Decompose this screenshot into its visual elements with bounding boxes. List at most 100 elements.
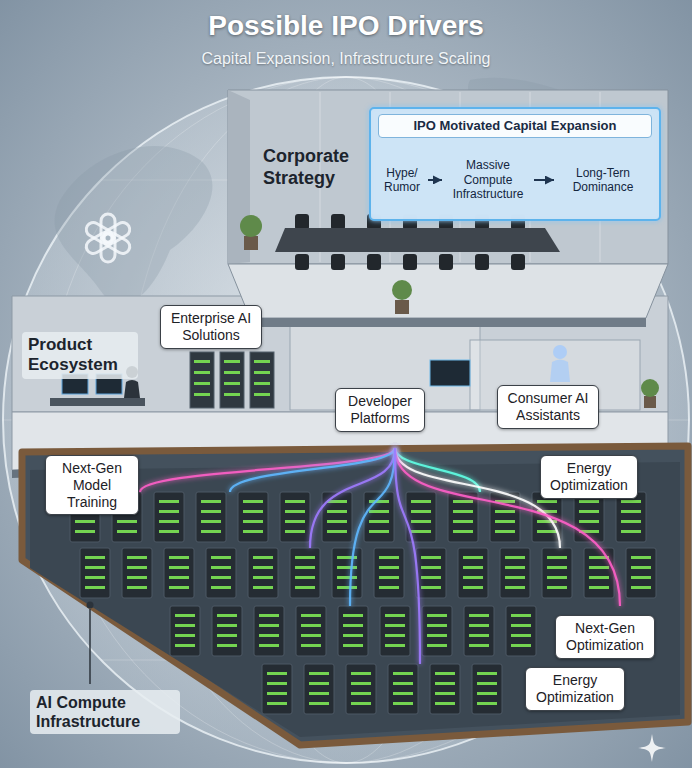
rack-led bbox=[631, 556, 651, 559]
rack-body bbox=[280, 492, 310, 542]
rack-body bbox=[500, 548, 530, 598]
rack-led bbox=[217, 614, 237, 617]
rack-led bbox=[631, 586, 651, 589]
rack-led bbox=[253, 556, 273, 559]
server-rack bbox=[472, 664, 502, 714]
plant-leaves bbox=[641, 379, 659, 397]
rack-led bbox=[453, 520, 473, 523]
server-rack bbox=[332, 548, 362, 598]
server-rack bbox=[626, 548, 656, 598]
rack-led bbox=[421, 556, 441, 559]
rack-led bbox=[537, 530, 557, 533]
floor-label: Corporate Strategy bbox=[263, 146, 367, 189]
rack-body bbox=[506, 606, 536, 656]
plant-pot bbox=[644, 396, 656, 408]
flow-step: Long-Tern Dominance bbox=[556, 164, 650, 197]
chair bbox=[367, 254, 381, 270]
conference-table bbox=[275, 228, 560, 252]
chair bbox=[439, 254, 453, 270]
server-rack bbox=[430, 664, 460, 714]
rack-led bbox=[169, 566, 189, 569]
rack-led bbox=[224, 382, 240, 385]
rack-led bbox=[211, 556, 231, 559]
rack-led bbox=[224, 393, 240, 396]
rack-led bbox=[85, 556, 105, 559]
rack-led bbox=[435, 702, 455, 705]
floor-surface bbox=[228, 264, 668, 318]
server-rack bbox=[190, 352, 214, 408]
watermark-star bbox=[638, 734, 666, 762]
plant-pot bbox=[244, 236, 258, 250]
rack-body bbox=[304, 664, 334, 714]
rack-led bbox=[495, 530, 515, 533]
rack-led bbox=[211, 576, 231, 579]
screen-layer bbox=[370, 108, 660, 220]
server-rack bbox=[574, 492, 604, 542]
rack-led bbox=[477, 692, 497, 695]
rack-led bbox=[463, 556, 483, 559]
rack-led bbox=[579, 510, 599, 513]
rack-body bbox=[388, 664, 418, 714]
server-rack bbox=[280, 492, 310, 542]
rack-body bbox=[430, 664, 460, 714]
rack-led bbox=[589, 566, 609, 569]
rack-led bbox=[477, 672, 497, 675]
rack-led bbox=[224, 371, 240, 374]
rack-led bbox=[537, 500, 557, 503]
rack-body bbox=[626, 548, 656, 598]
server-rack bbox=[380, 606, 410, 656]
hologram-body bbox=[550, 360, 570, 383]
rack-led bbox=[343, 634, 363, 637]
rack-led bbox=[369, 520, 389, 523]
rack-led bbox=[511, 644, 531, 647]
leader-line bbox=[89, 609, 91, 684]
server-rack bbox=[196, 492, 226, 542]
callout-text: Developer Platforms bbox=[342, 393, 418, 427]
rack-led bbox=[259, 644, 279, 647]
rack-led bbox=[337, 586, 357, 589]
server-rack bbox=[542, 548, 572, 598]
server-rack bbox=[458, 548, 488, 598]
rack-body bbox=[296, 606, 326, 656]
rack-body bbox=[196, 492, 226, 542]
floor-wall bbox=[228, 90, 668, 264]
server-rack bbox=[262, 664, 292, 714]
rack-led bbox=[421, 586, 441, 589]
rack-led bbox=[254, 382, 270, 385]
rack-led bbox=[351, 672, 371, 675]
rack-led bbox=[477, 702, 497, 705]
server-rack bbox=[464, 606, 494, 656]
server-rack bbox=[416, 548, 446, 598]
rack-led bbox=[117, 520, 137, 523]
server-rack bbox=[422, 606, 452, 656]
ai-logo bbox=[84, 214, 133, 262]
server-rack bbox=[346, 664, 376, 714]
server-rack bbox=[220, 352, 244, 408]
rack-led bbox=[337, 576, 357, 579]
rack-led bbox=[194, 393, 210, 396]
rack-led bbox=[243, 500, 263, 503]
rack-led bbox=[411, 500, 431, 503]
server-rack bbox=[212, 606, 242, 656]
rack-led bbox=[127, 586, 147, 589]
rack-led bbox=[309, 682, 329, 685]
rack-led bbox=[194, 382, 210, 385]
rack-body bbox=[164, 548, 194, 598]
rack-led bbox=[385, 614, 405, 617]
rack-led bbox=[211, 586, 231, 589]
rack-body bbox=[584, 548, 614, 598]
rack-led bbox=[254, 393, 270, 396]
rack-body bbox=[290, 548, 320, 598]
rack-led bbox=[259, 614, 279, 617]
rack-body bbox=[332, 548, 362, 598]
rack-led bbox=[259, 634, 279, 637]
chair bbox=[403, 254, 417, 270]
rack-led bbox=[243, 530, 263, 533]
rack-led bbox=[427, 634, 447, 637]
rack-led bbox=[224, 360, 240, 363]
rack-body bbox=[154, 492, 184, 542]
rack-led bbox=[579, 520, 599, 523]
rack-led bbox=[175, 644, 195, 647]
flow-step-text: Hype/ Rumor bbox=[380, 166, 424, 195]
